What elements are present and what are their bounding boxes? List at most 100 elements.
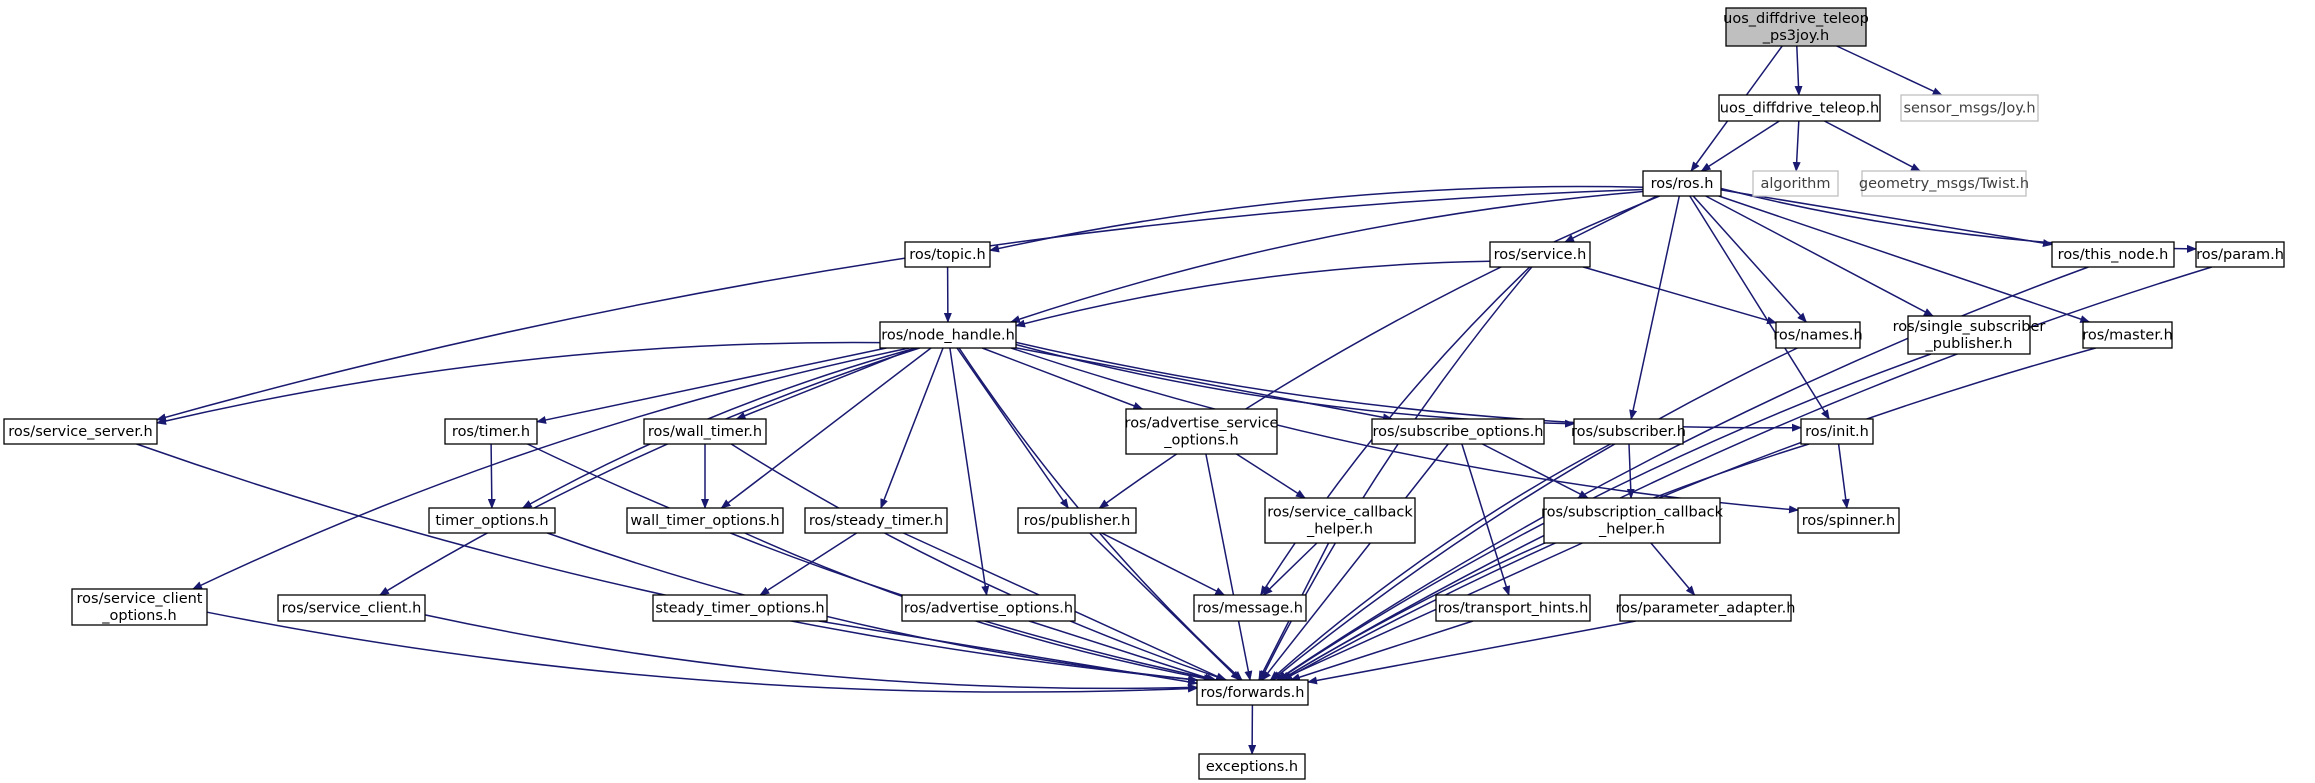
node-ros[interactable]: ros/ros.h bbox=[1642, 170, 1722, 197]
edge-subscriber-to-forwards bbox=[1269, 443, 1611, 681]
node-label: _publisher.h bbox=[1925, 336, 2013, 352]
node-names[interactable]: ros/names.h bbox=[1773, 321, 1863, 349]
node-box bbox=[626, 507, 784, 534]
node-master[interactable]: ros/master.h bbox=[2082, 321, 2173, 349]
edge-node_handle-to-svc_client_opts bbox=[192, 347, 910, 590]
node-box bbox=[643, 418, 767, 445]
node-root[interactable]: uos_diffdrive_teleop_ps3joy.h bbox=[1723, 7, 1869, 47]
node-service_server[interactable]: ros/service_server.h bbox=[3, 418, 158, 445]
edge-publisher-to-message bbox=[1101, 532, 1226, 596]
node-adv_service_opts[interactable]: ros/advertise_service_options.h bbox=[1125, 408, 1279, 455]
node-twist[interactable]: geometry_msgs/Twist.h bbox=[1859, 170, 2029, 197]
node-subscribe_opts[interactable]: ros/subscribe_options.h bbox=[1371, 418, 1545, 445]
node-exceptions[interactable]: exceptions.h bbox=[1198, 753, 1306, 780]
node-box bbox=[1543, 497, 1721, 544]
node-box bbox=[444, 418, 538, 445]
edge-service_server-to-forwards bbox=[136, 443, 1198, 684]
node-param[interactable]: ros/param.h bbox=[2195, 241, 2285, 268]
edge-ros-to-init bbox=[1689, 195, 1830, 420]
node-box bbox=[1775, 321, 1861, 349]
node-box bbox=[1198, 753, 1306, 780]
node-single_sub[interactable]: ros/single_subscriber_publisher.h bbox=[1893, 315, 2046, 355]
node-this_node[interactable]: ros/this_node.h bbox=[2051, 241, 2175, 268]
node-message[interactable]: ros/message.h bbox=[1193, 594, 1307, 622]
edges-layer bbox=[136, 45, 2213, 755]
node-svc_cb_helper[interactable]: ros/service_callback_helper.h bbox=[1264, 497, 1416, 544]
edge-param_adapter-to-forwards bbox=[1307, 620, 1636, 685]
edge-ros-to-publisher bbox=[1098, 195, 1660, 509]
edge-ros-to-topic bbox=[989, 185, 1644, 253]
node-box bbox=[1435, 594, 1591, 622]
edge-service_client-to-forwards bbox=[424, 614, 1198, 692]
node-sub_cb_helper[interactable]: ros/subscription_callback_helper.h bbox=[1541, 497, 1724, 544]
node-label: timer_options.h bbox=[435, 513, 548, 529]
node-box bbox=[1861, 170, 2027, 197]
node-param_adapter[interactable]: ros/parameter_adapter.h bbox=[1616, 594, 1796, 622]
node-topic[interactable]: ros/topic.h bbox=[904, 241, 991, 268]
node-box bbox=[2051, 241, 2175, 268]
edge-service-to-node_handle bbox=[1015, 260, 1491, 328]
node-teleop[interactable]: uos_diffdrive_teleop.h bbox=[1718, 94, 1881, 122]
node-box bbox=[71, 588, 208, 626]
node-label: ros/timer.h bbox=[452, 424, 530, 440]
node-svc_client_opts[interactable]: ros/service_client_options.h bbox=[71, 588, 208, 626]
node-box bbox=[1573, 418, 1684, 445]
node-label: algorithm bbox=[1761, 176, 1831, 192]
node-label: sensor_msgs/Joy.h bbox=[1903, 101, 2035, 117]
edge-adv_service_opts-to-svc_cb_helper bbox=[1236, 453, 1306, 499]
edge-param-to-forwards bbox=[1279, 266, 2213, 681]
node-transport_hints[interactable]: ros/transport_hints.h bbox=[1435, 594, 1591, 622]
node-algorithm[interactable]: algorithm bbox=[1752, 170, 1839, 197]
node-label: ros/subscription_callback bbox=[1541, 505, 1724, 521]
node-box bbox=[1619, 594, 1792, 622]
node-label: ros/subscriber.h bbox=[1571, 424, 1686, 440]
node-label: wall_timer_options.h bbox=[630, 513, 779, 529]
edge-subscriber-to-sub_cb_helper bbox=[1626, 443, 1635, 499]
node-steady_timer[interactable]: ros/steady_timer.h bbox=[804, 507, 948, 534]
node-label: _options.h bbox=[101, 608, 176, 624]
node-node_handle[interactable]: ros/node_handle.h bbox=[879, 321, 1017, 349]
edge-teleop-to-algorithm bbox=[1792, 120, 1801, 172]
node-init[interactable]: ros/init.h bbox=[1800, 418, 1874, 445]
edge-ros-to-this_node bbox=[1720, 189, 2053, 247]
edge-node_handle-to-timer bbox=[536, 347, 887, 424]
node-label: ros/master.h bbox=[2082, 328, 2173, 344]
edge-sub_cb_helper-to-forwards bbox=[1279, 542, 1583, 681]
node-publisher[interactable]: ros/publisher.h bbox=[1017, 507, 1137, 534]
node-joy[interactable]: sensor_msgs/Joy.h bbox=[1900, 94, 2039, 122]
node-box bbox=[1725, 7, 1867, 47]
node-advertise_opts[interactable]: ros/advertise_options.h bbox=[901, 594, 1076, 622]
node-subscriber[interactable]: ros/subscriber.h bbox=[1571, 418, 1686, 445]
edge-node_handle-to-advertise_opts bbox=[949, 347, 990, 596]
node-label: ros/service_callback bbox=[1267, 505, 1413, 521]
edge-ros-to-service_server bbox=[156, 188, 1644, 422]
edge-this_node-to-forwards bbox=[1276, 266, 2089, 681]
node-box bbox=[1800, 418, 1874, 445]
node-label: ros/service_client.h bbox=[282, 601, 422, 617]
node-service[interactable]: ros/service.h bbox=[1489, 241, 1591, 268]
node-wall_timer[interactable]: ros/wall_timer.h bbox=[643, 418, 767, 445]
edge-names-to-forwards bbox=[1271, 347, 1798, 681]
node-label: ros/message.h bbox=[1197, 601, 1303, 617]
node-label: ros/spinner.h bbox=[1802, 513, 1895, 529]
edge-ros-to-master bbox=[1718, 195, 2091, 323]
node-spinner[interactable]: ros/spinner.h bbox=[1797, 507, 1900, 534]
node-box bbox=[904, 241, 991, 268]
node-timer[interactable]: ros/timer.h bbox=[444, 418, 538, 445]
node-service_client[interactable]: ros/service_client.h bbox=[277, 594, 426, 622]
edge-timer_opts-to-forwards bbox=[547, 532, 1199, 684]
node-box bbox=[804, 507, 948, 534]
edge-svc_cb_helper-to-message bbox=[1262, 542, 1318, 596]
node-label: ros/advertise_service bbox=[1125, 416, 1279, 432]
edge-init-to-forwards bbox=[1279, 443, 1810, 681]
node-steady_timer_opts[interactable]: steady_timer_options.h bbox=[652, 594, 828, 622]
node-box bbox=[1196, 679, 1309, 706]
node-timer_opts[interactable]: timer_options.h bbox=[428, 507, 556, 534]
node-forwards[interactable]: ros/forwards.h bbox=[1196, 679, 1309, 706]
node-label: uos_diffdrive_teleop bbox=[1723, 11, 1869, 27]
node-box bbox=[1907, 315, 2031, 355]
edge-init-to-spinner bbox=[1837, 443, 1850, 509]
node-label: exceptions.h bbox=[1206, 759, 1298, 775]
node-wall_timer_opts[interactable]: wall_timer_options.h bbox=[626, 507, 784, 534]
node-label: _ps3joy.h bbox=[1762, 28, 1829, 44]
